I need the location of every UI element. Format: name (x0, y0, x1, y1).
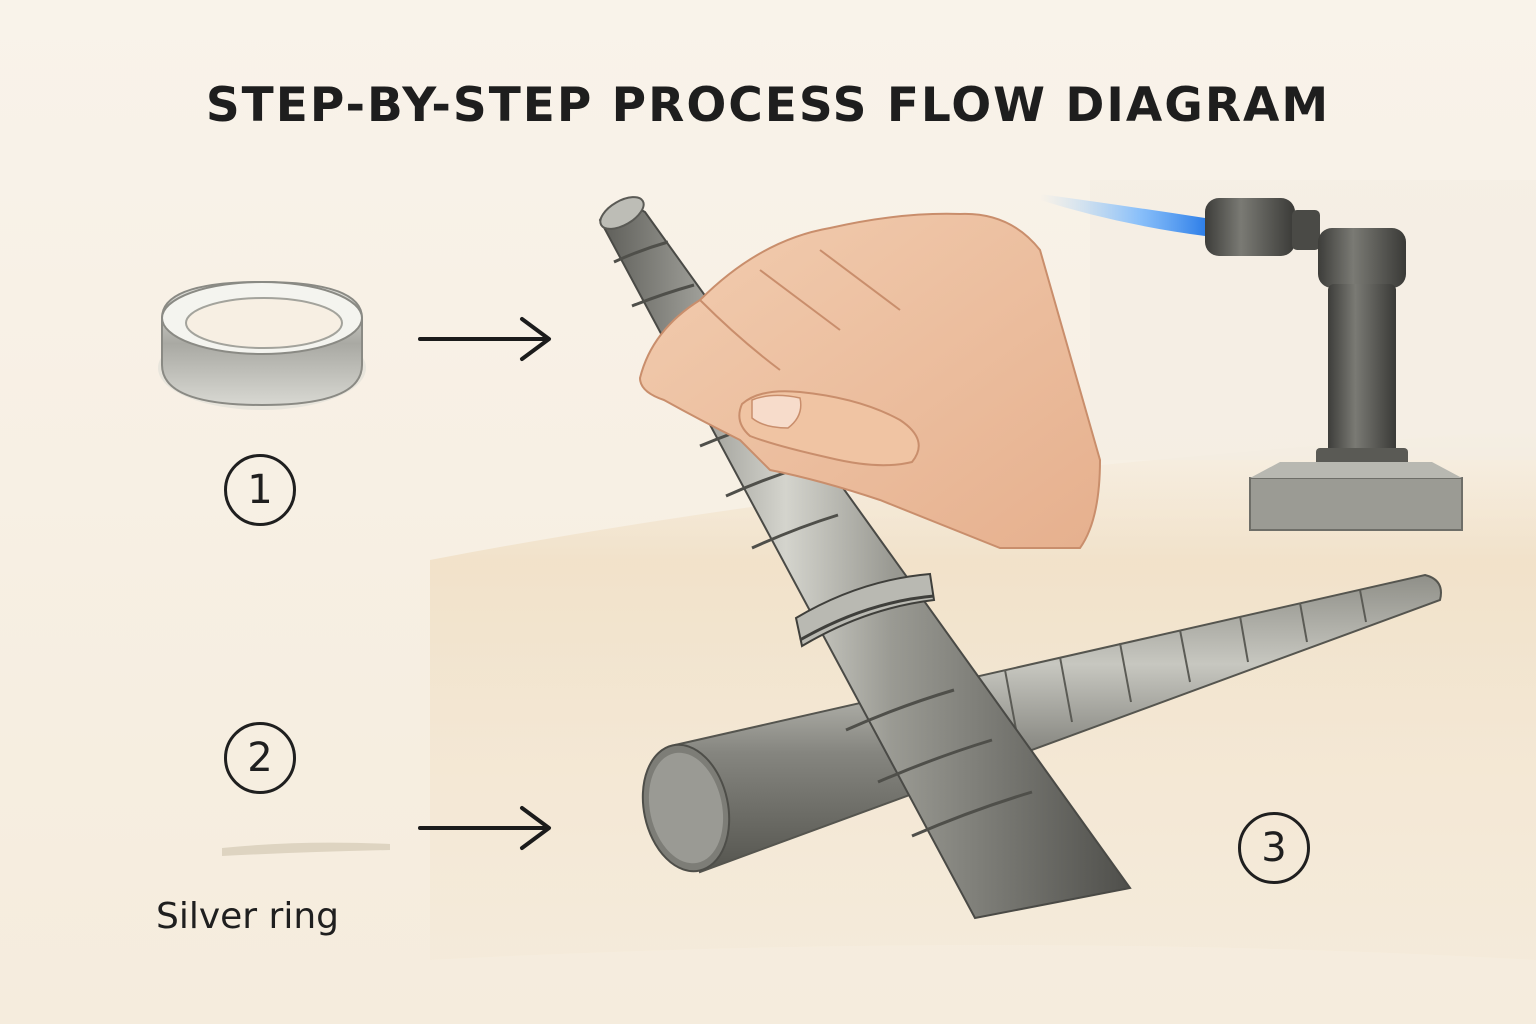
torch-icon (1040, 194, 1463, 531)
step-3-badge: 3 (1238, 812, 1310, 884)
page-title: STEP-BY-STEP PROCESS FLOW DIAGRAM (205, 78, 1331, 133)
arrow-right-icon (418, 806, 551, 850)
arrow-right-icon (418, 317, 551, 361)
ring-icon (158, 280, 366, 410)
step-1-badge: 1 (224, 454, 296, 526)
hand-icon (638, 212, 1102, 549)
silver-ring-caption: Silver ring (156, 896, 340, 937)
silver-strip (222, 842, 390, 856)
step-2-badge: 2 (224, 722, 296, 794)
